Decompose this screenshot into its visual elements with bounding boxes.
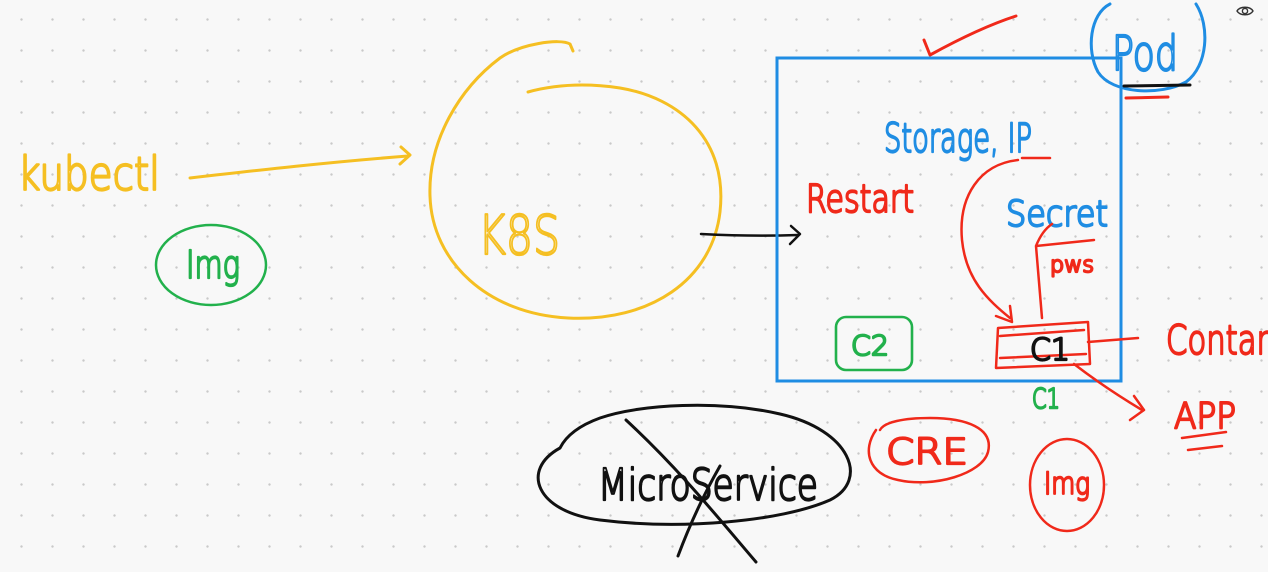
kubectl-label: kubectl <box>18 147 160 201</box>
img-left-label: Img <box>186 243 240 287</box>
pws-bracket <box>1034 222 1096 320</box>
app-underline <box>1180 430 1228 452</box>
storage-ip-label: Storage, IP <box>884 116 1032 162</box>
k8s-label: K8S <box>478 204 560 267</box>
restart-label: Restart <box>806 177 914 221</box>
container-label: Contan <box>1166 318 1268 364</box>
microservice-strike-1 <box>624 418 758 564</box>
secret-label: Secret <box>1006 194 1108 235</box>
c1-to-app-arrow <box>1072 362 1144 412</box>
c1-to-app-arrowhead <box>1128 394 1146 422</box>
pod-underline-red <box>1124 95 1170 100</box>
check-mark <box>922 14 1018 57</box>
c1-to-container-line <box>1086 336 1140 344</box>
kubectl-arrow <box>188 154 410 180</box>
kubectl-arrowhead <box>398 145 412 166</box>
storage-to-c1-curve <box>960 158 1020 320</box>
c2-box <box>834 315 914 372</box>
c1-label: C1 <box>1030 333 1070 368</box>
pod-label: Pod <box>1112 26 1178 82</box>
cre-label: CRE <box>886 432 968 473</box>
img-left-circle <box>154 223 268 307</box>
c1-scribble-box <box>994 320 1092 370</box>
pws-label: pws <box>1050 253 1094 278</box>
microservice-ellipse <box>536 403 852 526</box>
img-right-label: Img <box>1044 467 1090 502</box>
c2-label: C2 <box>851 329 889 362</box>
pod-underline-black <box>1122 83 1192 88</box>
k8s-to-pod-arrow <box>699 232 800 237</box>
c1-below-label: C1 <box>1032 382 1060 415</box>
img-right-circle <box>1028 437 1106 533</box>
microservice-strike-2 <box>676 464 722 558</box>
storage-to-c1-arrowhead <box>994 304 1014 324</box>
cre-circle <box>867 416 991 484</box>
pod-box <box>775 56 1123 383</box>
app-label: APP <box>1174 396 1236 437</box>
k8s-circle <box>428 40 723 320</box>
eye-icon[interactable] <box>1236 3 1254 17</box>
k8s-to-pod-arrowhead <box>788 224 802 246</box>
pod-circle <box>1089 2 1207 93</box>
